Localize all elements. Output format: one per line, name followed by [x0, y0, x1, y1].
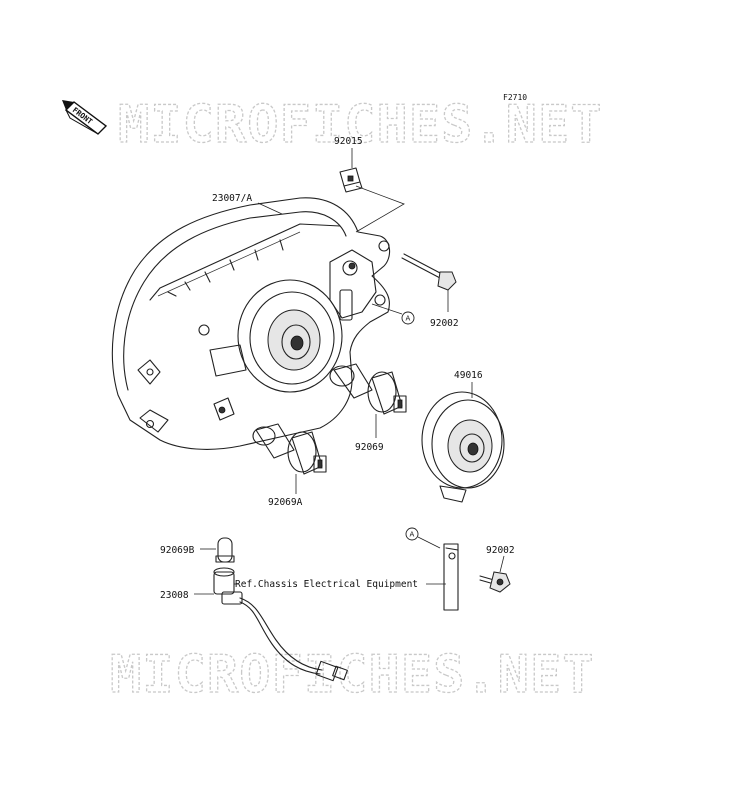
ref-chassis-note: Ref.Chassis Electrical Equipment — [235, 579, 418, 590]
bolt-lower-92002 — [479, 571, 511, 593]
front-arrow-icon: FRONT — [62, 100, 108, 135]
label-23008: 23008 — [160, 590, 189, 601]
ref-marker-a-upper-label: A — [406, 315, 411, 323]
label-92002-lower: 92002 — [486, 545, 515, 556]
label-92069: 92069 — [355, 442, 384, 453]
label-92069a: 92069A — [268, 497, 303, 508]
watermark-bottom: MICROFICHES.NET — [110, 645, 595, 705]
ref-marker-a-lower-label: A — [410, 531, 415, 539]
bulb-92069a — [252, 423, 327, 475]
label-92069b: 92069B — [160, 545, 195, 556]
headlight-housing — [111, 197, 391, 450]
label-49016: 49016 — [454, 370, 483, 381]
label-23007a: 23007/A — [212, 193, 252, 204]
bulb-92069 — [329, 363, 407, 415]
figure-code: F2710 — [503, 93, 527, 102]
bracket-strip — [443, 543, 459, 611]
bolt-upper-92002 — [401, 253, 457, 291]
dust-cap-49016 — [421, 391, 505, 503]
watermark-top: MICROFICHES.NET — [118, 95, 603, 155]
label-92015: 92015 — [334, 136, 363, 147]
socket-23008 — [213, 567, 348, 682]
clip-92015 — [339, 167, 363, 193]
bulb-92069b — [215, 537, 235, 563]
label-92002-upper: 92002 — [430, 318, 459, 329]
ref-marker-a-upper — [401, 311, 415, 325]
ref-marker-a-lower — [405, 527, 419, 541]
